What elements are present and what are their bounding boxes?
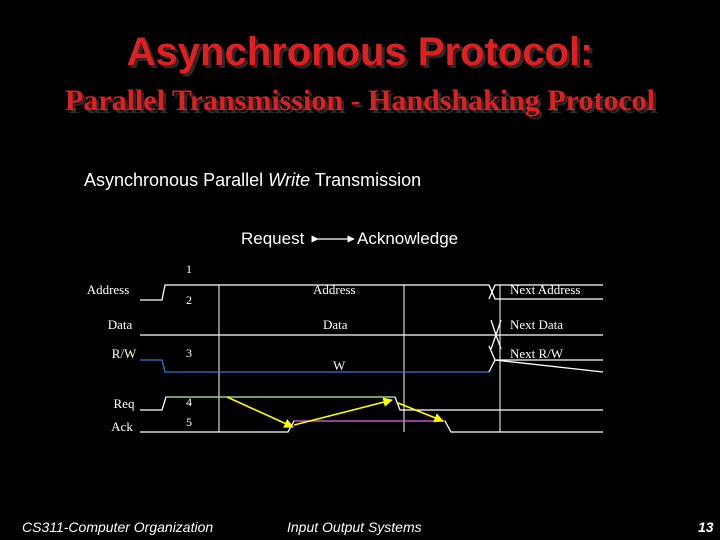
bus-value-data: Data [323, 317, 348, 332]
req-waveform [140, 396, 603, 411]
footer-course: CS311-Computer Organization [22, 519, 214, 535]
page-number: 13 [698, 519, 714, 535]
section-heading-emphasis: Write [268, 170, 311, 190]
slide-title: Asynchronous Protocol: [126, 30, 594, 74]
ack-waveform [140, 420, 603, 433]
step-3: 3 [186, 346, 192, 360]
acknowledge-label: Acknowledge [357, 229, 458, 248]
handshake-arrow-req-release [397, 402, 444, 423]
section-heading-pre: Asynchronous Parallel [84, 170, 269, 190]
step-4: 4 [186, 395, 192, 409]
slide-subtitle: Parallel Transmission - Handshaking Prot… [64, 84, 656, 117]
step-1: 1 [186, 262, 192, 276]
handshake-arrow-ack-to-req [293, 397, 393, 426]
rw-waveform [140, 345, 604, 373]
section-heading-post: Transmission [310, 170, 422, 190]
signal-label-data: Data [108, 317, 133, 332]
bus-value-next-data: Next Data [510, 317, 563, 332]
handshake-arrow-req-to-ack [226, 396, 294, 428]
step-5: 5 [186, 415, 192, 429]
signal-label-rw: R/W [112, 346, 137, 361]
request-label: Request [241, 229, 305, 248]
address-waveform [140, 284, 603, 301]
step-2: 2 [186, 293, 192, 307]
signal-label-req: Req [114, 396, 135, 411]
bus-value-next-address: Next Address [510, 282, 580, 297]
section-heading: Asynchronous Parallel Write Transmission [84, 170, 421, 191]
data-waveform [140, 319, 603, 350]
bus-value-next-rw: Next R/W [510, 346, 564, 361]
signal-label-ack: Ack [111, 419, 133, 434]
signal-label-address: Address [87, 282, 130, 297]
bus-value-address: Address [313, 282, 356, 297]
footer-topic: Input Output Systems [287, 519, 422, 535]
bus-value-rw: W [333, 358, 346, 373]
